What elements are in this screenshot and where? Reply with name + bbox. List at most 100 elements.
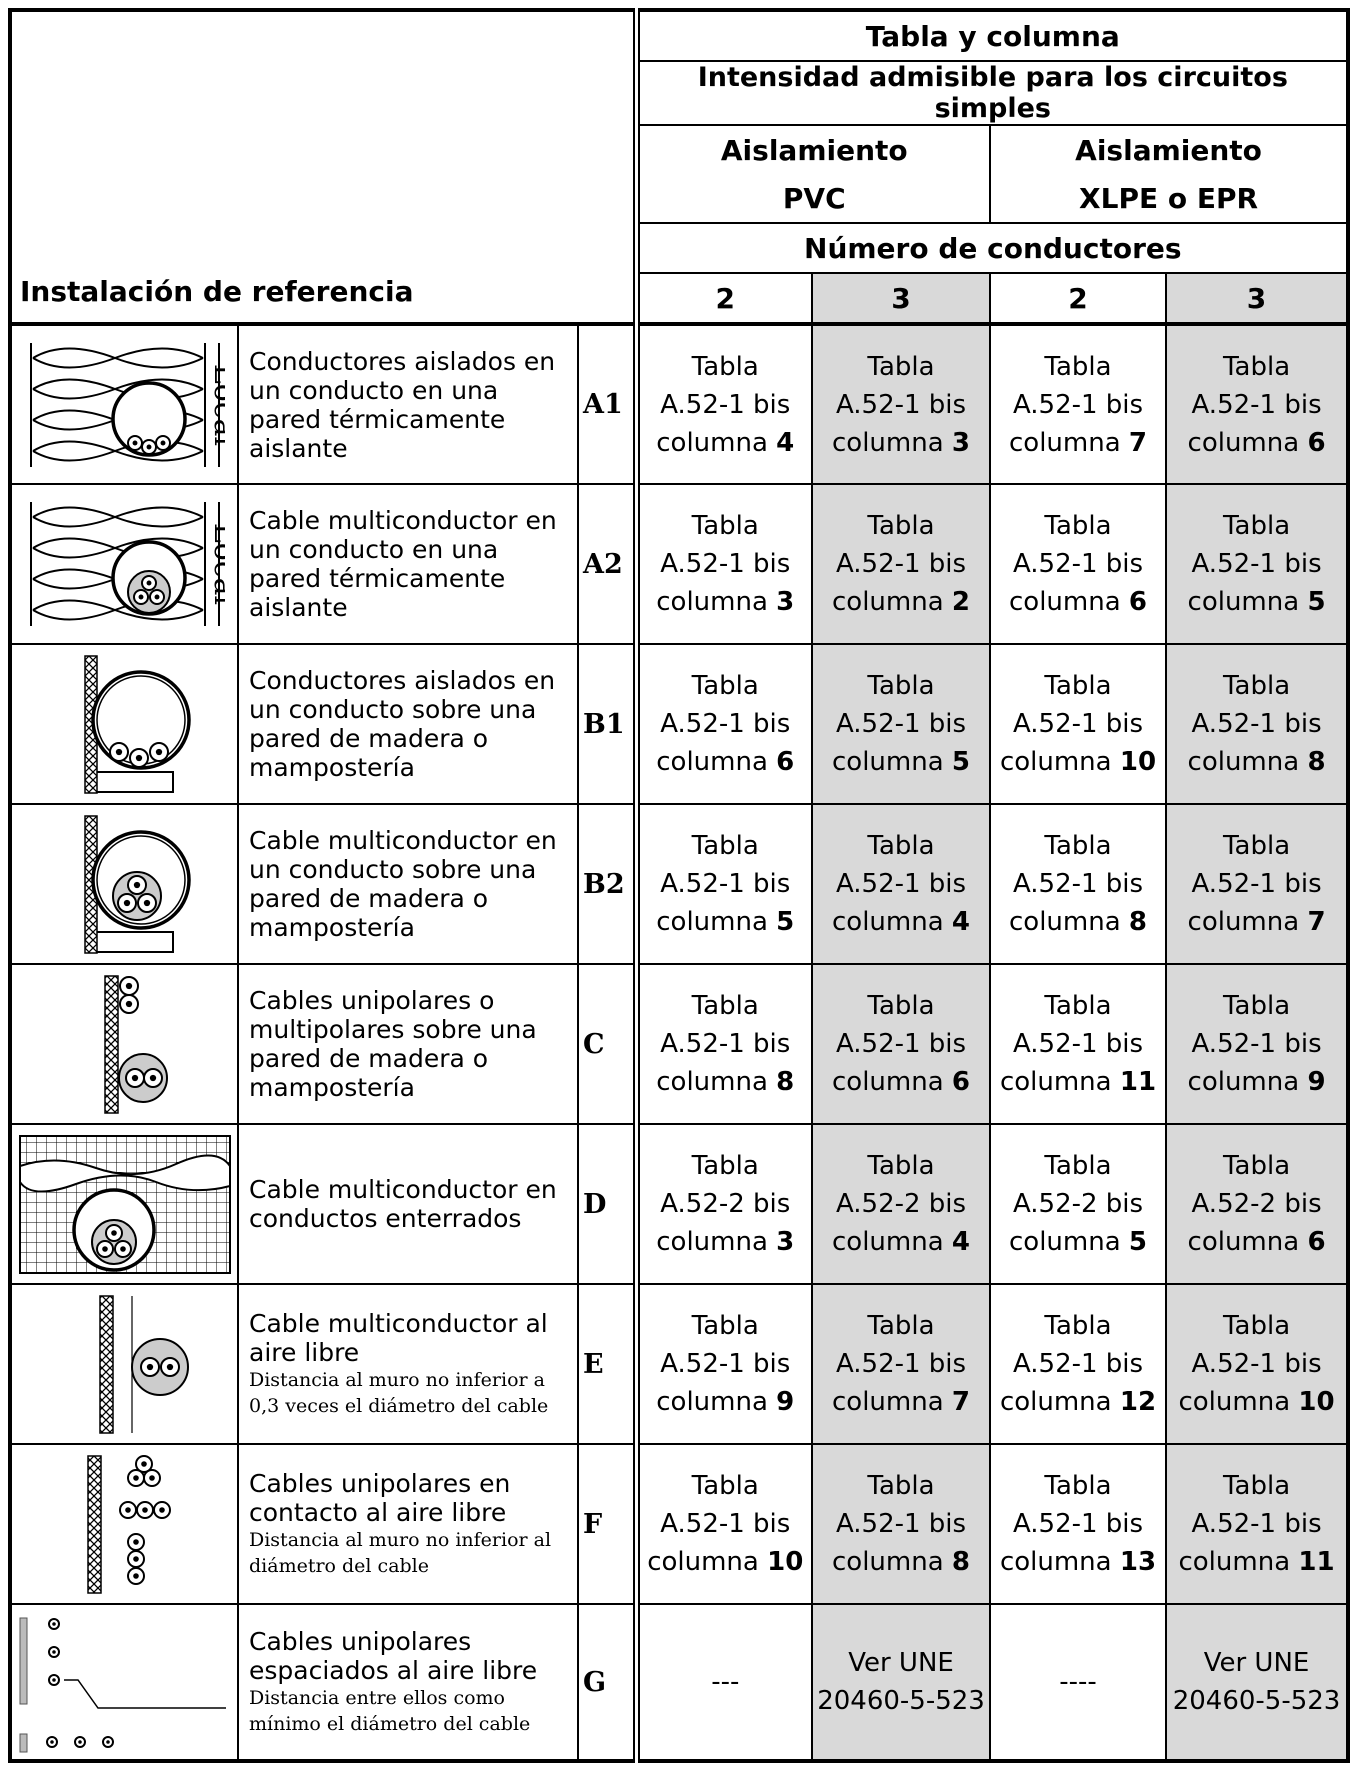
- cell-line-2: A.52-1 bis: [1191, 1349, 1322, 1379]
- column-reference: columna 8: [813, 1543, 989, 1581]
- column-reference: columna 11: [991, 1063, 1165, 1101]
- column-reference: columna 10: [1167, 1383, 1346, 1421]
- cell-line-2: A.52-1 bis: [660, 1349, 791, 1379]
- installation-description: Conductores aislados en un conducto sobr…: [237, 643, 579, 805]
- cell-line-1: Tabla: [867, 511, 935, 541]
- installation-code: D: [576, 1123, 638, 1285]
- column-number: 11: [1298, 1547, 1335, 1577]
- installation-diagram-cell: [9, 803, 239, 965]
- installation-note: Distancia al muro no inferior al diámetr…: [249, 1529, 552, 1577]
- column-number: 12: [1119, 1387, 1157, 1417]
- multicore-cable-in-conduit-on-wall-icon: [12, 812, 237, 957]
- column-prefix: columna: [656, 1067, 768, 1097]
- reference-installation-table: Instalación de referencia Tabla y column…: [8, 8, 1351, 1763]
- installation-code: A2: [576, 483, 638, 645]
- column-reference: columna 8: [1167, 743, 1346, 781]
- installation-row: Local Conductores aislados en un conduct…: [9, 323, 1350, 485]
- installation-diagram-cell: [9, 1443, 239, 1605]
- cell-line-1: Tabla: [1222, 1151, 1291, 1181]
- column-reference: columna 9: [1167, 1063, 1346, 1101]
- cell-line-1: Tabla: [691, 831, 759, 861]
- column-number: 9: [1307, 1067, 1326, 1097]
- column-prefix: columna: [1187, 427, 1300, 458]
- column-reference: columna 6: [1167, 424, 1346, 462]
- column-prefix: columna: [999, 747, 1112, 777]
- insulation-pvc-label: Aislamiento: [632, 124, 992, 174]
- column-number: 7: [951, 1387, 971, 1417]
- column-reference: columna 4: [813, 903, 989, 941]
- insulation-xlpe-type: XLPE o EPR: [989, 174, 1350, 224]
- installation-description: Cables unipolares en contacto al aire li…: [237, 1443, 579, 1605]
- insulated-conductors-in-conduit-in-insulated-wall-icon: Local: [12, 335, 237, 475]
- cell-line-1: Tabla: [1222, 831, 1291, 861]
- column-reference: columna 12: [991, 1383, 1165, 1421]
- column-number: 5: [1128, 1227, 1148, 1257]
- cell-line-2: A.52-1 bis: [1012, 709, 1144, 739]
- installation-diagram-cell: [9, 1283, 239, 1445]
- column-number: 13: [1119, 1547, 1157, 1577]
- intensity-header: Intensidad admisible para los circuitos …: [632, 60, 1350, 126]
- column-number: 8: [951, 1547, 971, 1577]
- cell-line-2: A.52-1 bis: [1191, 1029, 1322, 1059]
- cell-line-2: A.52-1 bis: [660, 1029, 791, 1059]
- installation-code: B1: [576, 643, 638, 805]
- cell-line-1: ----: [1059, 1667, 1097, 1697]
- cell-line-1: Tabla: [867, 831, 935, 861]
- installation-note: Distancia entre ellos como mínimo el diá…: [249, 1687, 531, 1735]
- column-number: 9: [776, 1387, 795, 1417]
- cell-line-1: Tabla: [1044, 991, 1112, 1021]
- cell-line-1: Tabla: [1044, 351, 1112, 382]
- column-prefix: columna: [832, 587, 944, 617]
- cell-line-1: Tabla: [1222, 1471, 1291, 1501]
- column-number: 11: [1119, 1067, 1157, 1097]
- cell-line-1: Tabla: [1044, 671, 1112, 701]
- installation-description: Cables unipolares espaciados al aire lib…: [237, 1603, 579, 1762]
- column-reference: columna 5: [991, 1223, 1165, 1261]
- cell-line-2: A.52-1 bis: [1012, 1029, 1144, 1059]
- reference-installation-header: Instalación de referencia: [8, 9, 638, 326]
- column-prefix: columna: [832, 1227, 944, 1257]
- column-reference: columna 6: [813, 1063, 989, 1101]
- column-reference: columna 10: [991, 743, 1165, 781]
- cell-line-1: Tabla: [1044, 1151, 1112, 1181]
- column-number: 5: [776, 907, 795, 937]
- cell-line-1: Ver UNE: [848, 1648, 954, 1678]
- installation-description: Cable multiconductor en un conducto sobr…: [237, 803, 579, 965]
- installation-diagram-cell: [9, 643, 239, 805]
- cell-line-2: A.52-1 bis: [1191, 549, 1322, 579]
- installation-diagram-cell: [9, 1123, 239, 1285]
- cell-line-2: A.52-1 bis: [835, 549, 967, 579]
- cell-line-1: ---: [711, 1667, 740, 1697]
- cell-line-2: A.52-2 bis: [1012, 1189, 1144, 1219]
- column-number: 3: [951, 427, 971, 458]
- single-core-cables-touching-free-air-icon: [12, 1452, 237, 1597]
- column-prefix: columna: [832, 1387, 944, 1417]
- column-reference: columna 7: [991, 424, 1165, 462]
- conductor-count-xlpe-2: 2: [989, 272, 1168, 326]
- column-prefix: columna: [656, 1227, 768, 1257]
- column-reference: columna 13: [991, 1543, 1165, 1581]
- installation-description-text: Cable multiconductor en un conducto sobr…: [249, 826, 557, 942]
- cell-line-1: Tabla: [867, 991, 935, 1021]
- column-prefix: columna: [999, 1067, 1112, 1097]
- column-reference: columna 7: [1167, 903, 1346, 941]
- installation-description-text: Conductores aislados en un conducto sobr…: [249, 666, 556, 782]
- number-of-conductors-header: Número de conductores: [632, 222, 1350, 274]
- column-reference: columna 7: [813, 1383, 989, 1421]
- column-prefix: columna: [1009, 587, 1121, 617]
- cell-line-2: A.52-1 bis: [1012, 1509, 1144, 1539]
- cell-line-1: Tabla: [1222, 1311, 1291, 1341]
- cell-line-2: A.52-1 bis: [835, 1349, 967, 1379]
- cell-line-2: A.52-1 bis: [835, 389, 967, 420]
- cell-line-1: Tabla: [867, 1151, 935, 1181]
